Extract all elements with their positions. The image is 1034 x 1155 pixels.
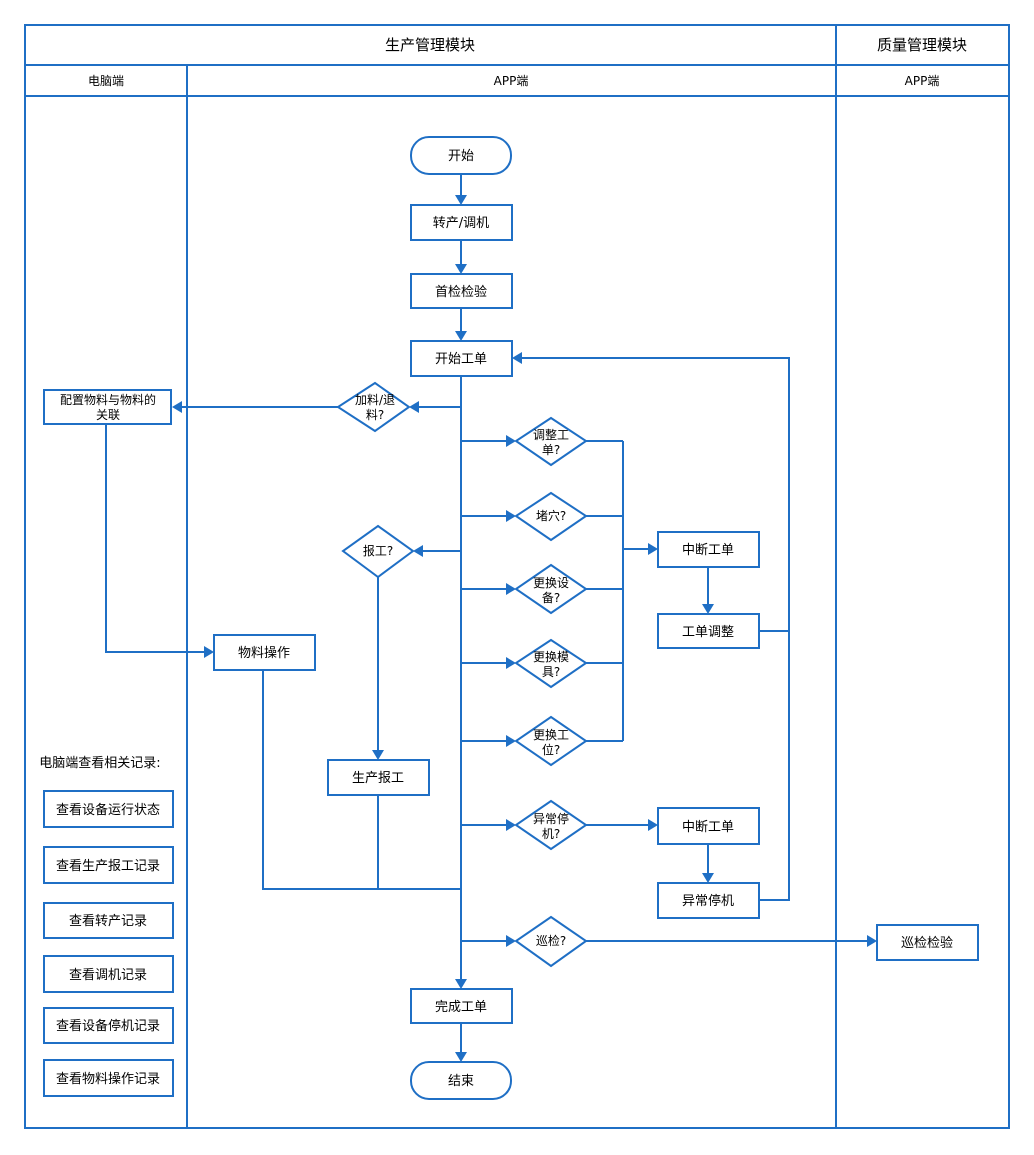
decision-report-label: 报工? — [363, 543, 393, 558]
decision-change-station-label-2: 位? — [542, 742, 560, 757]
decision-report: 报工? — [341, 524, 415, 579]
decision-add-return-label-2: 料? — [366, 408, 384, 422]
decision-add-return-label-1: 加料/退 — [355, 393, 395, 407]
decision-change-equipment-label-1: 更换设 — [533, 576, 569, 590]
pc-record-label: 查看调机记录 — [69, 967, 147, 983]
pc-record-item: 查看物料操作记录 — [43, 1059, 174, 1097]
node-end-label: 结束 — [448, 1074, 474, 1089]
lane-title-quality: 质量管理模块 — [877, 36, 967, 54]
node-complete-order: 完成工单 — [410, 988, 513, 1024]
pc-record-label: 查看设备运行状态 — [56, 802, 160, 818]
decision-block-hole: 堵穴? — [514, 491, 588, 542]
pc-record-item: 查看设备运行状态 — [43, 790, 174, 828]
pc-record-label: 查看生产报工记录 — [56, 858, 160, 874]
decision-abnormal-stop-label-2: 机? — [542, 827, 560, 841]
lane-subtitle-app-quality: APP端 — [905, 74, 940, 88]
decision-block-hole-label: 堵穴? — [536, 508, 566, 523]
decision-adjust-order: 调整工 单? — [514, 416, 588, 467]
decision-change-station: 更换工 位? — [514, 715, 588, 767]
decision-patrol: 巡检? — [514, 915, 588, 968]
decision-add-return: 加料/退 料? — [336, 381, 411, 433]
pc-record-item: 查看调机记录 — [43, 955, 174, 993]
node-start-work-order: 开始工单 — [410, 340, 513, 377]
node-interrupt-order-1: 中断工单 — [657, 531, 760, 568]
decision-change-mold-label-2: 具? — [542, 665, 560, 679]
connectors — [105, 174, 877, 1062]
node-material-operation: 物料操作 — [213, 634, 316, 671]
node-first-inspection-label: 首检检验 — [435, 284, 487, 300]
edge-stop-loop — [759, 631, 790, 901]
pc-record-list: 查看设备运行状态 查看生产报工记录 查看转产记录 查看调机记录 查看设备停机记录… — [43, 790, 174, 1097]
node-first-inspection: 首检检验 — [410, 273, 513, 309]
lane-subtitle-pc: 电脑端 — [88, 74, 124, 88]
edge-config-material-op — [105, 424, 204, 653]
node-patrol-inspection-label: 巡检检验 — [901, 935, 953, 951]
decision-change-equipment-label-2: 备? — [542, 591, 560, 605]
node-abnormal-stop: 异常停机 — [657, 882, 760, 919]
node-config-material-label-1: 配置物料与物料的 — [60, 392, 156, 407]
edge-production-spine — [377, 795, 461, 890]
decision-abnormal-stop: 异常停 机? — [514, 799, 588, 851]
swimlane-frame — [24, 24, 1010, 1129]
pc-record-label: 查看物料操作记录 — [56, 1071, 160, 1087]
node-config-material-label-2: 关联 — [96, 408, 120, 422]
node-material-operation-label: 物料操作 — [238, 645, 290, 661]
decision-change-station-label-1: 更换工 — [533, 728, 569, 742]
node-interrupt-order-1-label: 中断工单 — [682, 543, 734, 558]
node-order-adjust: 工单调整 — [657, 613, 760, 649]
pc-record-label: 查看转产记录 — [69, 913, 147, 929]
decision-adjust-order-label-1: 调整工 — [533, 427, 569, 442]
node-start-work-order-label: 开始工单 — [435, 352, 487, 367]
pc-records-heading: 电脑端查看相关记录: — [39, 755, 160, 771]
node-start: 开始 — [410, 136, 512, 175]
node-transfer-adjust-label: 转产/调机 — [433, 216, 489, 231]
lane-subtitle-app: APP端 — [494, 74, 529, 88]
decision-patrol-label: 巡检? — [536, 933, 566, 948]
node-config-material: 配置物料与物料的 关联 — [43, 389, 172, 425]
pc-record-item: 查看设备停机记录 — [43, 1007, 174, 1044]
decision-change-mold: 更换模 具? — [514, 638, 588, 689]
node-transfer-adjust: 转产/调机 — [410, 204, 513, 241]
node-interrupt-order-2: 中断工单 — [657, 807, 760, 845]
outer-border — [24, 24, 1010, 1129]
node-interrupt-order-2-label: 中断工单 — [682, 820, 734, 835]
node-patrol-inspection: 巡检检验 — [876, 924, 979, 961]
node-production-report-label: 生产报工 — [352, 771, 404, 786]
decision-change-equipment: 更换设 备? — [514, 563, 588, 615]
pc-record-item: 查看转产记录 — [43, 902, 174, 939]
edge-adjust-loop — [522, 357, 790, 632]
pc-record-item: 查看生产报工记录 — [43, 846, 174, 884]
decision-abnormal-stop-label-1: 异常停 — [533, 811, 569, 826]
node-end: 结束 — [410, 1061, 512, 1100]
pc-record-label: 查看设备停机记录 — [56, 1018, 160, 1034]
decision-change-mold-label-1: 更换模 — [533, 650, 569, 664]
node-abnormal-stop-label: 异常停机 — [682, 893, 734, 909]
node-start-label: 开始 — [448, 149, 474, 164]
node-production-report: 生产报工 — [327, 759, 430, 796]
node-complete-order-label: 完成工单 — [435, 1000, 487, 1015]
decision-adjust-order-label-2: 单? — [542, 443, 560, 457]
lane-title-production: 生产管理模块 — [385, 36, 475, 54]
node-order-adjust-label: 工单调整 — [682, 625, 734, 640]
